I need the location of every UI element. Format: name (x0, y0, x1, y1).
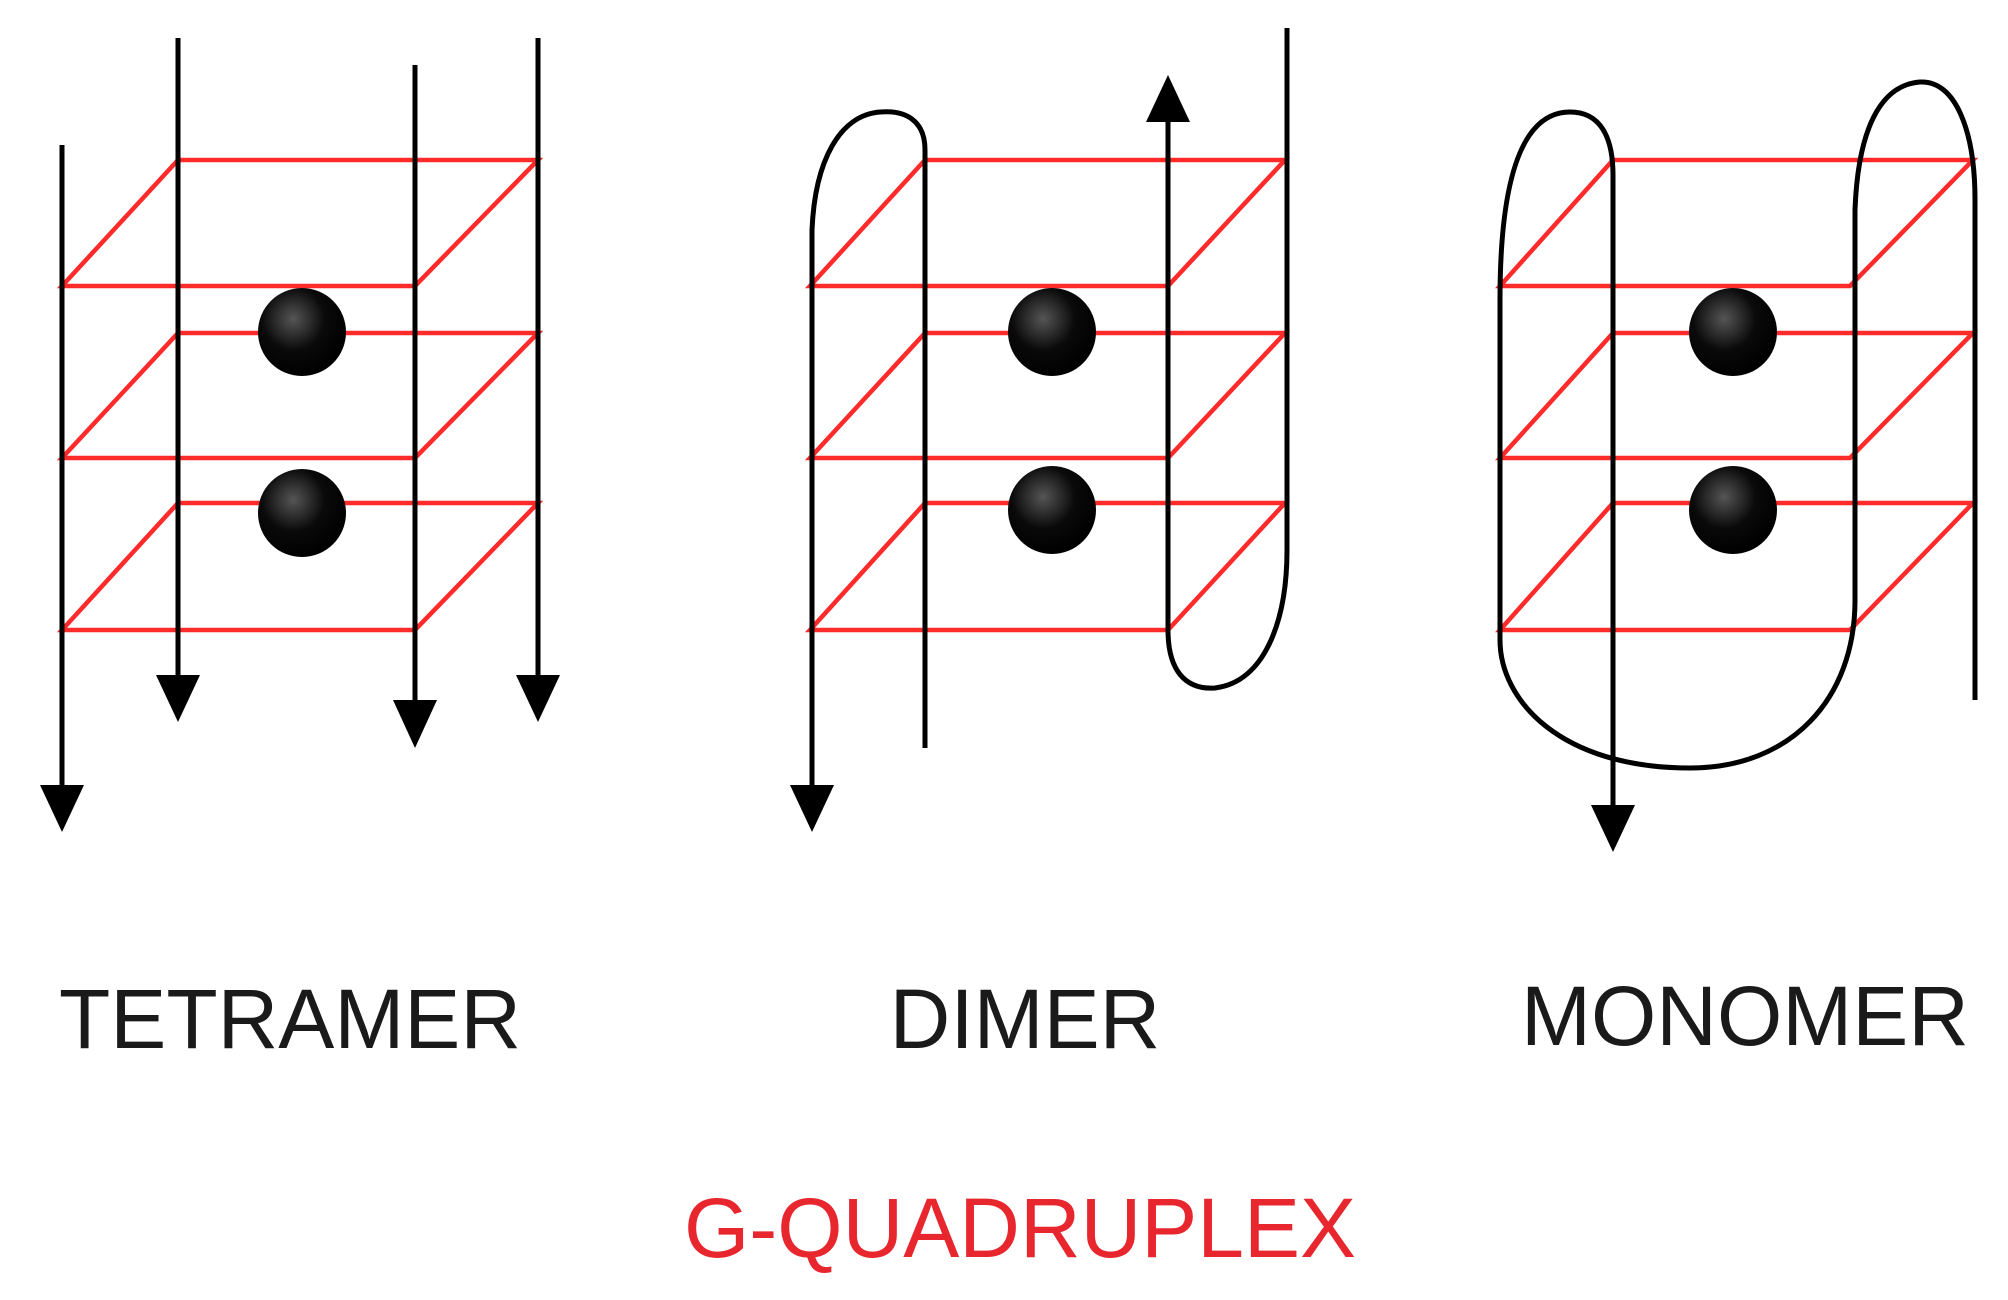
cation-ion (1008, 466, 1096, 554)
cation-ion (258, 288, 346, 376)
arrowhead-down-icon (156, 675, 200, 722)
arrowhead-down-icon (790, 785, 834, 832)
cation-ion (1689, 288, 1777, 376)
cation-ion (258, 469, 346, 557)
monomer-diagram (1494, 79, 1979, 852)
strand (1165, 28, 1290, 691)
arrowhead-down-icon (393, 700, 437, 748)
dimer-diagram (790, 28, 1291, 832)
quartet-plate (804, 157, 1291, 289)
arrowhead-down-icon (516, 675, 560, 722)
quartet-plate (1494, 157, 1979, 289)
cation-ion (1689, 466, 1777, 554)
tetramer-quartet-top (56, 157, 544, 289)
figure-title: G-QUADRUPLEX (684, 1181, 1356, 1275)
cation-ion (1008, 288, 1096, 376)
tetramer-label: TETRAMER (59, 972, 521, 1066)
arrowhead-down-icon (1591, 805, 1635, 852)
monomer-label: MONOMER (1521, 969, 1969, 1063)
strand (809, 109, 928, 790)
tetramer-diagram (40, 38, 560, 832)
dimer-label: DIMER (890, 972, 1161, 1066)
arrowhead-down-icon (40, 785, 84, 832)
quartet-plate (56, 157, 544, 289)
strand (1497, 79, 1978, 810)
arrowhead-up-icon (1146, 75, 1190, 122)
